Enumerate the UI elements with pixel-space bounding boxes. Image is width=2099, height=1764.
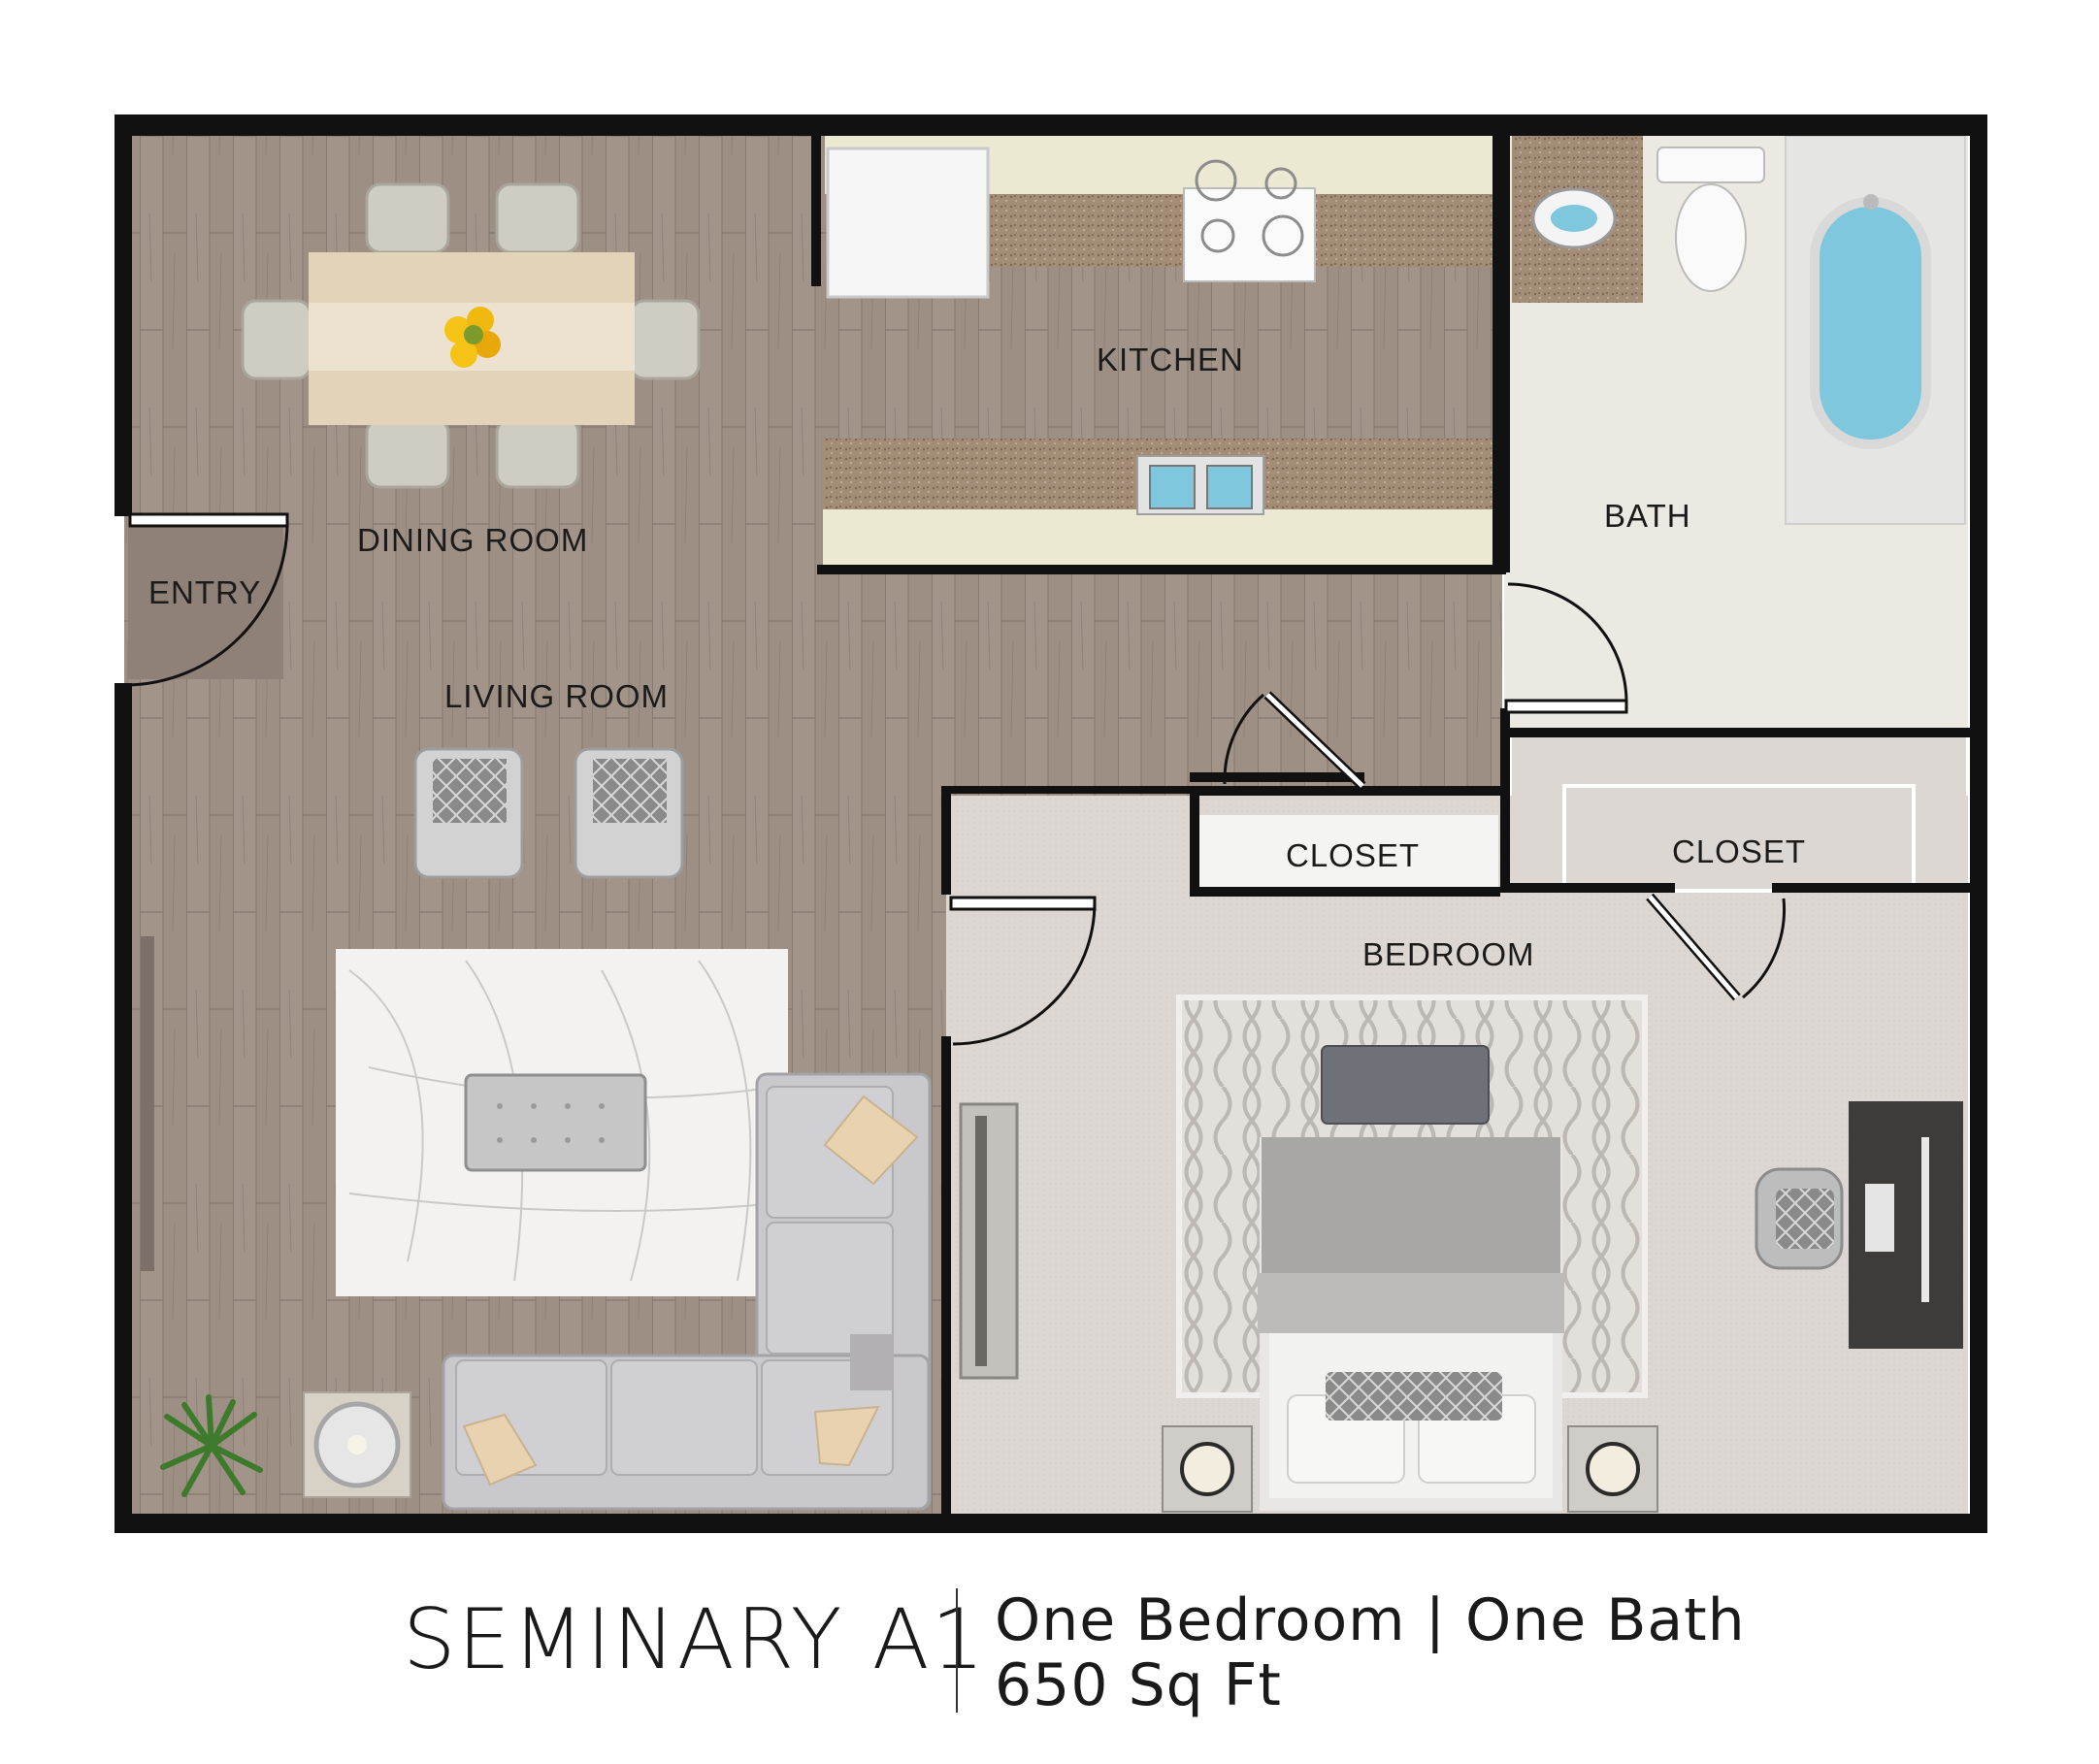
room-label-entry: ENTRY	[148, 574, 261, 610]
sink-basin-icon	[1206, 465, 1253, 509]
room-label-closet: CLOSET	[1286, 837, 1420, 873]
room-label-kitchen: KITCHEN	[1097, 342, 1244, 377]
room-label-closet: CLOSET	[1672, 833, 1806, 869]
closet-left-floor	[1199, 815, 1498, 891]
dining-chair	[629, 299, 701, 380]
title-divider	[956, 1588, 958, 1713]
dining-chair	[495, 182, 580, 254]
tv-console	[959, 1102, 1019, 1380]
bathtub-water	[1810, 197, 1931, 449]
throw-pillow	[813, 1405, 880, 1467]
burner-icon	[1264, 167, 1297, 200]
sofa-cushion	[766, 1222, 894, 1355]
lamp-icon	[1586, 1442, 1640, 1496]
flower-centerpiece-icon	[444, 307, 501, 368]
throw-pillow	[850, 1334, 894, 1390]
sofa-cushion	[610, 1359, 758, 1476]
closet-shelf	[1562, 784, 1916, 893]
tv-screen	[975, 1116, 987, 1366]
room-label-bath: BATH	[1604, 498, 1691, 534]
throw-pillow	[823, 1094, 919, 1186]
dining-chair	[495, 417, 580, 489]
faucet-icon	[1863, 194, 1879, 210]
bath-sink-water	[1551, 205, 1597, 232]
throw-pillow	[462, 1413, 538, 1486]
dining-chair	[365, 182, 450, 254]
floor-plan: DINING ROOM ENTRY KITCHEN BATH LIVING RO…	[115, 114, 1987, 1533]
desk-chair-seat	[1776, 1189, 1834, 1249]
burner-icon	[1262, 214, 1304, 257]
closet-right-floor	[1512, 737, 1966, 893]
refrigerator	[826, 147, 990, 299]
walls	[115, 114, 1987, 1533]
dining-chair	[241, 299, 312, 380]
stove	[1183, 187, 1316, 282]
toilet-icon	[1675, 183, 1747, 292]
lamp-icon	[1180, 1442, 1234, 1496]
bed-duvet	[1262, 1137, 1560, 1273]
keyboard	[1865, 1184, 1894, 1252]
armchair-cushion	[433, 759, 507, 823]
entry-floor	[128, 524, 283, 679]
dining-chair	[365, 417, 450, 489]
potted-plant-icon	[160, 1394, 263, 1497]
burner-icon	[1200, 218, 1235, 253]
wall-window	[141, 936, 154, 1271]
ottoman-tufting	[497, 1103, 605, 1143]
monitor	[1921, 1137, 1929, 1302]
doors	[127, 512, 1787, 1046]
bench	[1321, 1045, 1490, 1125]
toilet-tank	[1656, 147, 1765, 183]
coffee-table-ottoman	[464, 1073, 647, 1172]
room-label-living-room: LIVING ROOM	[444, 678, 669, 714]
sink-basin-icon	[1149, 465, 1196, 509]
room-label-bedroom: BEDROOM	[1362, 936, 1535, 972]
bed-fold	[1258, 1273, 1564, 1333]
room-label-dining-room: DINING ROOM	[357, 522, 588, 558]
square-footage: 650 Sq Ft	[995, 1651, 1282, 1719]
burner-icon	[1195, 159, 1237, 202]
lumbar-pillow	[1326, 1372, 1502, 1421]
bed-bath-summary: One Bedroom | One Bath	[995, 1586, 1746, 1654]
armchair-cushion	[593, 759, 667, 823]
floor-plan-title: SEMINARY A1	[403, 1591, 987, 1688]
lamp-bulb	[347, 1435, 367, 1454]
kitchen-lower-cabinet	[823, 509, 1494, 566]
